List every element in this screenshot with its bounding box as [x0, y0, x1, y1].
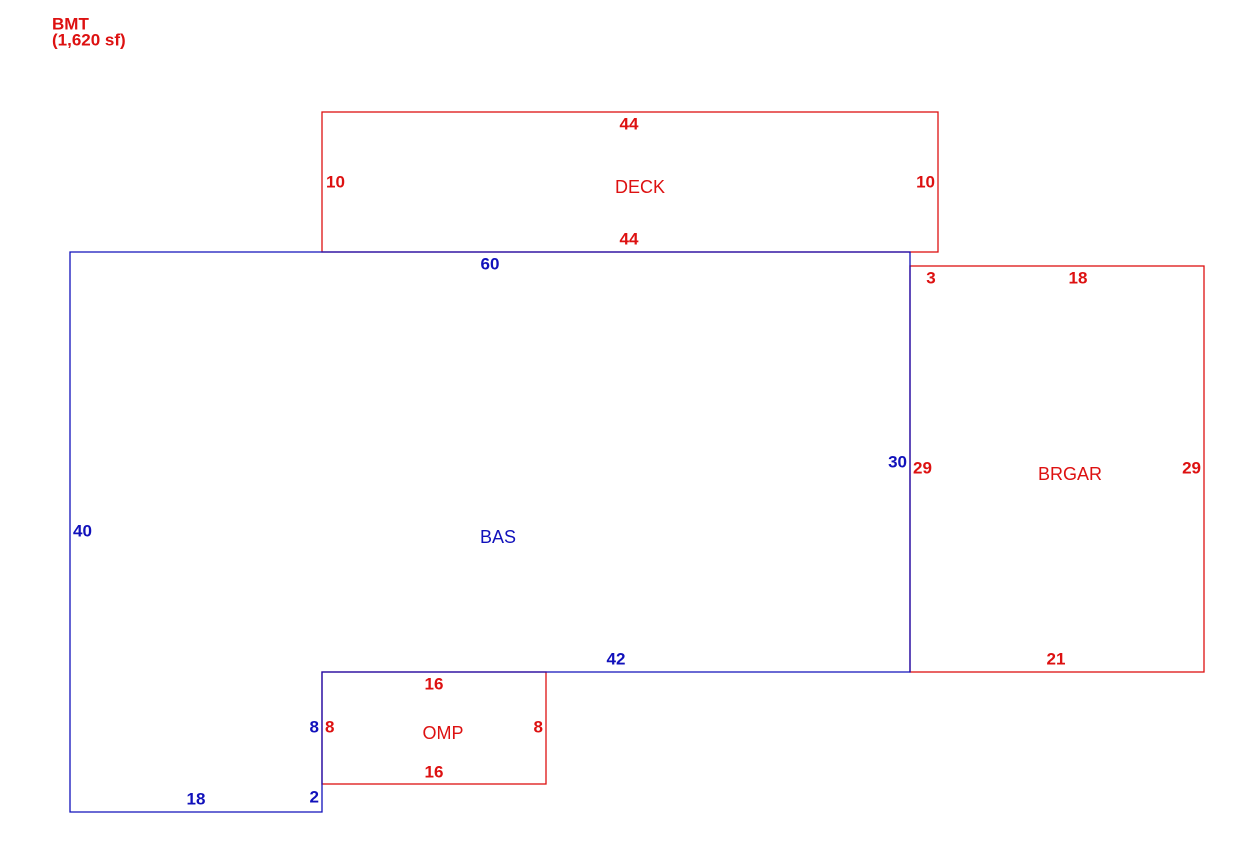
bas-top-dimension: 60 [481, 254, 500, 273]
omp-area-label: OMP [422, 723, 463, 743]
bas-step-horizontal-dimension: 2 [310, 787, 319, 806]
brgar-top-dimension: 18 [1069, 268, 1088, 287]
brgar-top-small-dimension: 3 [926, 268, 935, 287]
omp-right-dimension: 8 [534, 717, 543, 736]
bas-right-dimension: 30 [888, 452, 907, 471]
bas-bottom-left-dimension: 18 [187, 789, 206, 808]
bas-bottom-right-dimension: 42 [607, 649, 626, 668]
sketch-area: (1,620 sf) [52, 30, 126, 49]
bas-area-label: BAS [480, 527, 516, 547]
deck-left-dimension: 10 [326, 172, 345, 191]
sketch-code: BMT [52, 14, 89, 33]
brgar-right-dimension: 29 [1182, 458, 1201, 477]
bas-step-vertical-dimension: 8 [310, 717, 319, 736]
deck-bottom-dimension: 44 [620, 229, 639, 248]
omp-bottom-dimension: 16 [425, 762, 444, 781]
deck-top-dimension: 44 [620, 114, 639, 133]
omp-left-dimension: 8 [325, 717, 334, 736]
bas-outline [69, 251, 911, 813]
brgar-area-label: BRGAR [1038, 464, 1102, 484]
deck-area-label: DECK [615, 177, 665, 197]
brgar-left-dimension: 29 [913, 458, 932, 477]
bas-left-dimension: 40 [73, 521, 92, 540]
deck-right-dimension: 10 [916, 172, 935, 191]
brgar-bottom-dimension: 21 [1047, 649, 1066, 668]
omp-top-dimension: 16 [425, 674, 444, 693]
